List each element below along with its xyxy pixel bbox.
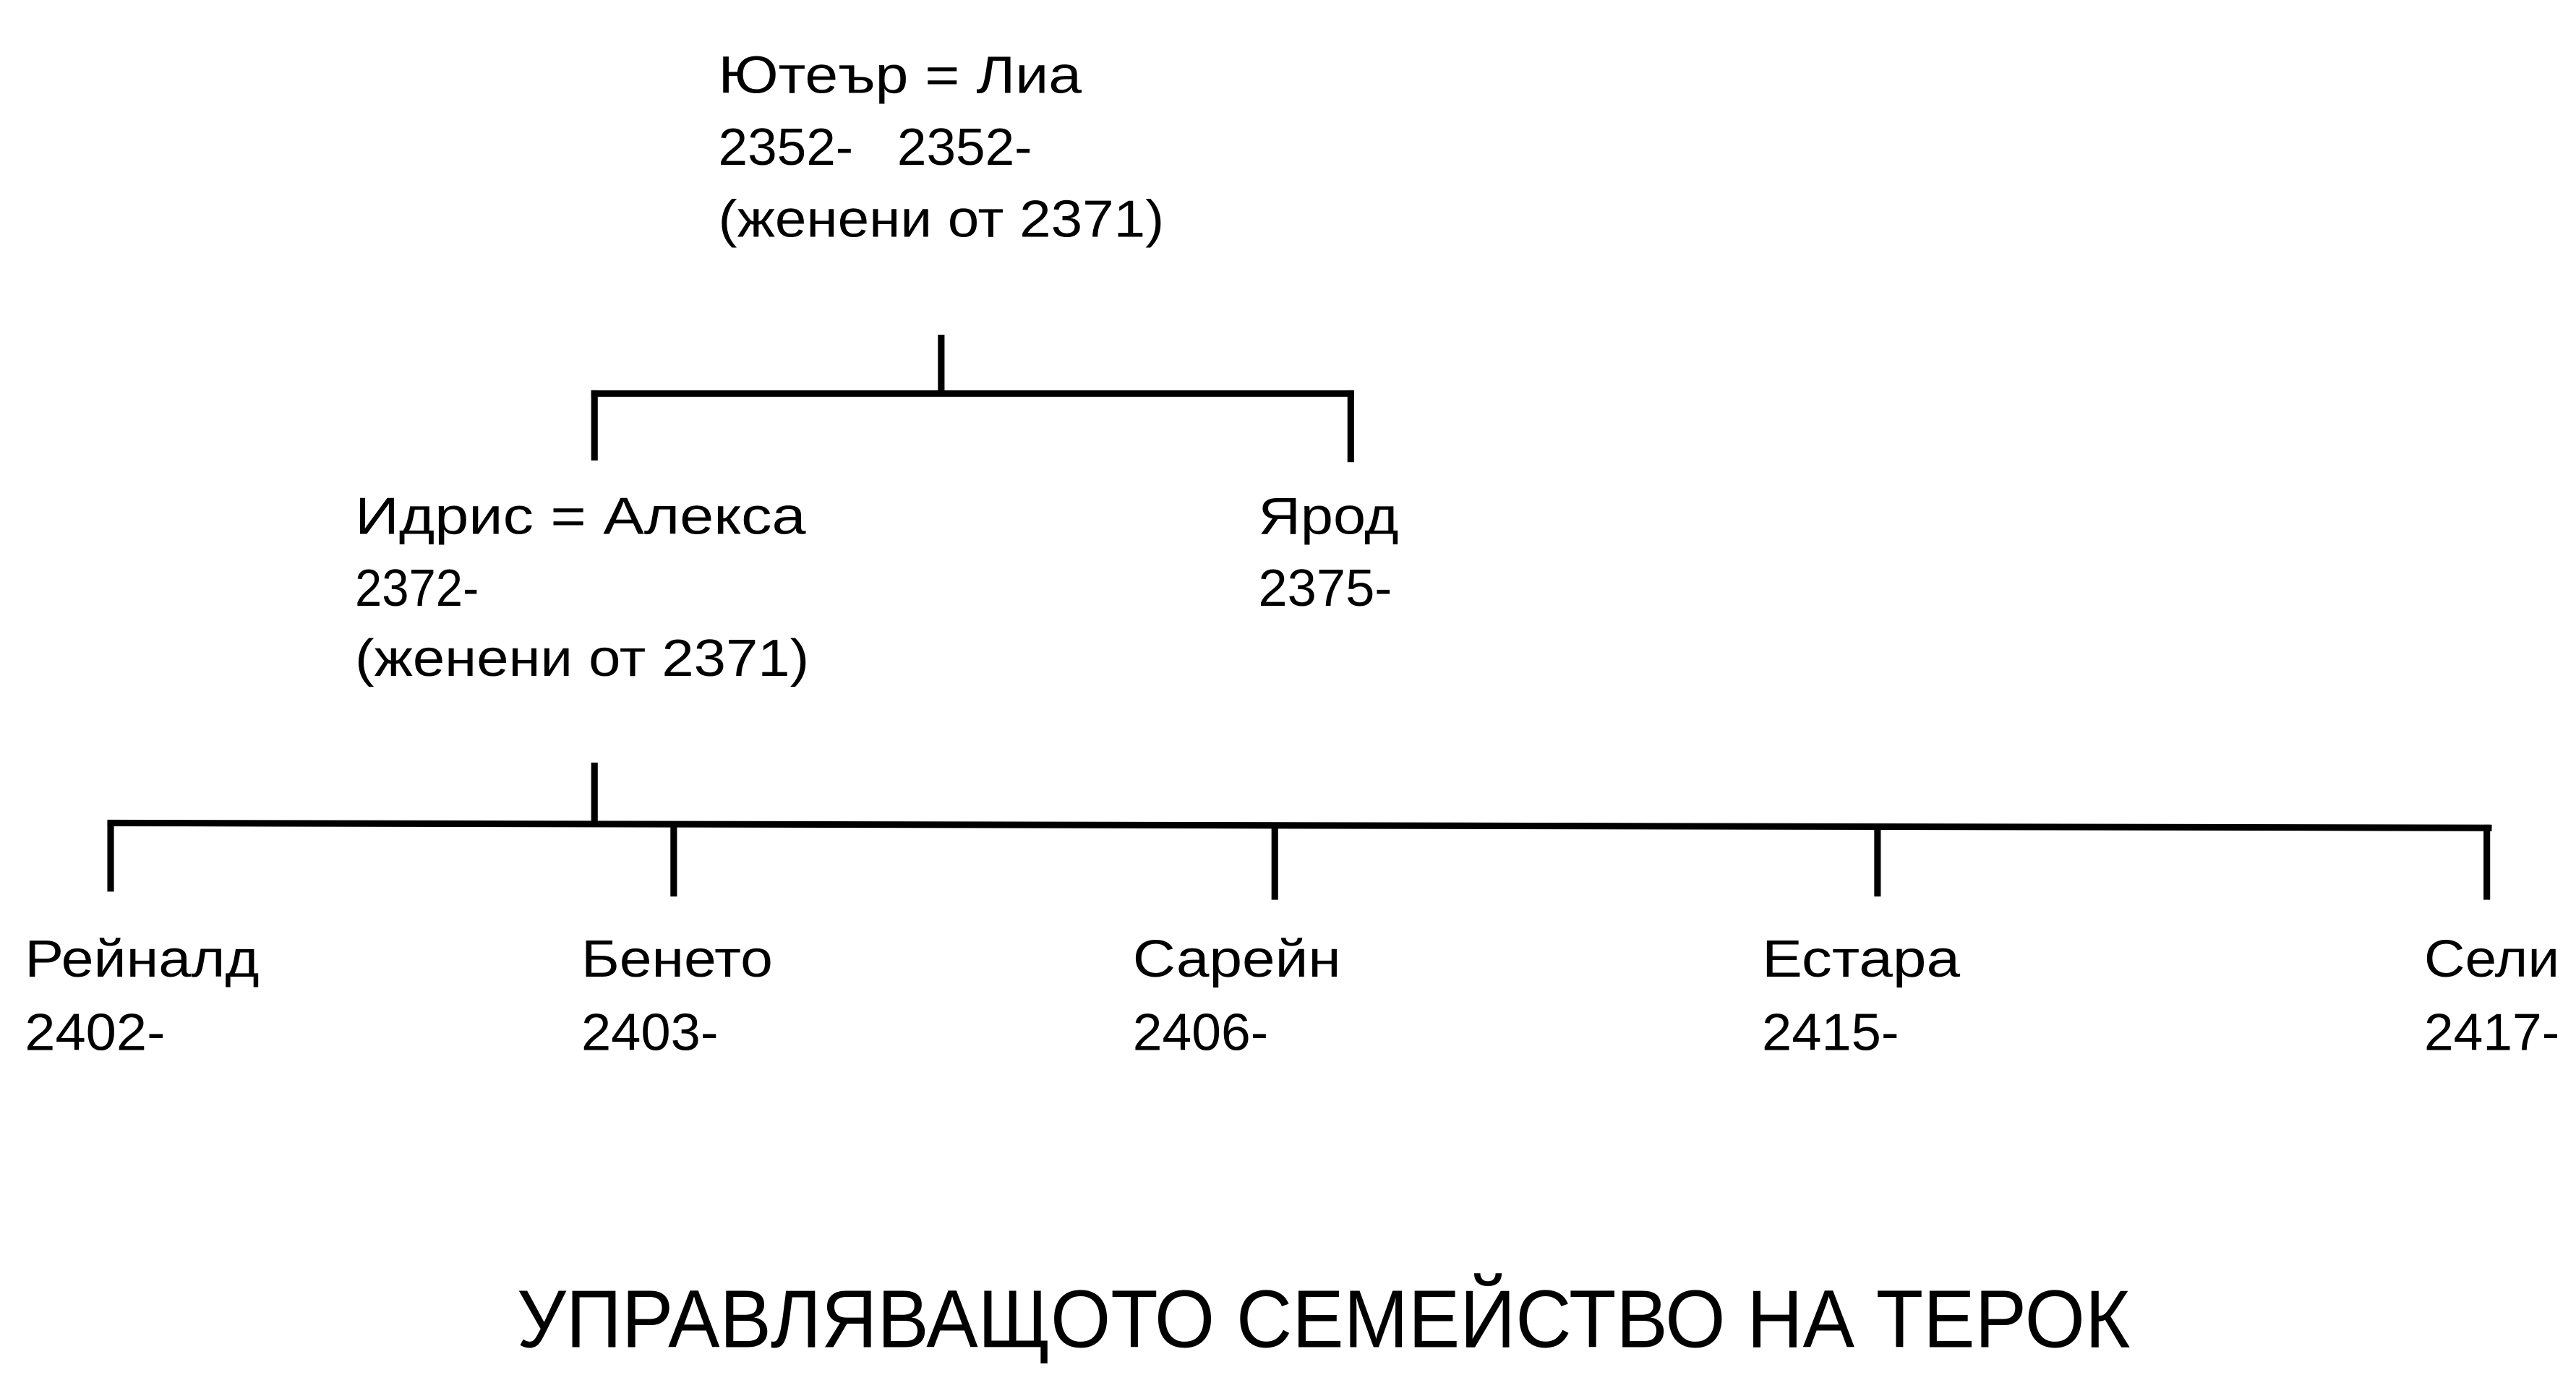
- child-years: 2403-: [581, 1003, 719, 1062]
- diagram-title: УПРАВЛЯВАЩОТО СЕМЕЙСТВО НА ТЕРОК: [517, 1273, 2130, 1365]
- connector-gen1-gen2: [591, 335, 1354, 463]
- child-years: 2406-: [1133, 1003, 1268, 1062]
- couple-married: (женени от 2371): [355, 630, 809, 688]
- child-name: Сели: [2424, 930, 2559, 988]
- connector-line: [107, 819, 2492, 831]
- couple-names: Идрис = Алекса: [355, 487, 806, 546]
- generation-1: Ютеър = Лиа 2352- 2352- (женени от 2371): [719, 46, 1165, 248]
- parents-married: (женени от 2371): [719, 190, 1165, 249]
- child-years: 2402-: [25, 1003, 165, 1062]
- child-name: Рейналд: [25, 930, 259, 988]
- parents-years: 2352- 2352-: [719, 119, 1032, 177]
- connector-gen2-gen3: [107, 762, 2492, 900]
- sibling-years: 2375-: [1258, 559, 1392, 617]
- couple-years: 2372-: [355, 559, 479, 617]
- generation-2: Идрис = Алекса 2372- (женени от 2371) Яр…: [355, 487, 1398, 687]
- parents-names: Ютеър = Лиа: [719, 46, 1082, 105]
- sibling-name: Ярод: [1258, 487, 1398, 546]
- child-name: Сарейн: [1133, 930, 1341, 988]
- generation-3: Рейналд 2402- Бенето 2403- Сарейн 2406- …: [25, 930, 2559, 1061]
- child-name: Естара: [1762, 930, 1961, 988]
- child-years: 2417-: [2424, 1003, 2559, 1062]
- child-name: Бенето: [581, 930, 773, 988]
- child-years: 2415-: [1762, 1003, 1899, 1062]
